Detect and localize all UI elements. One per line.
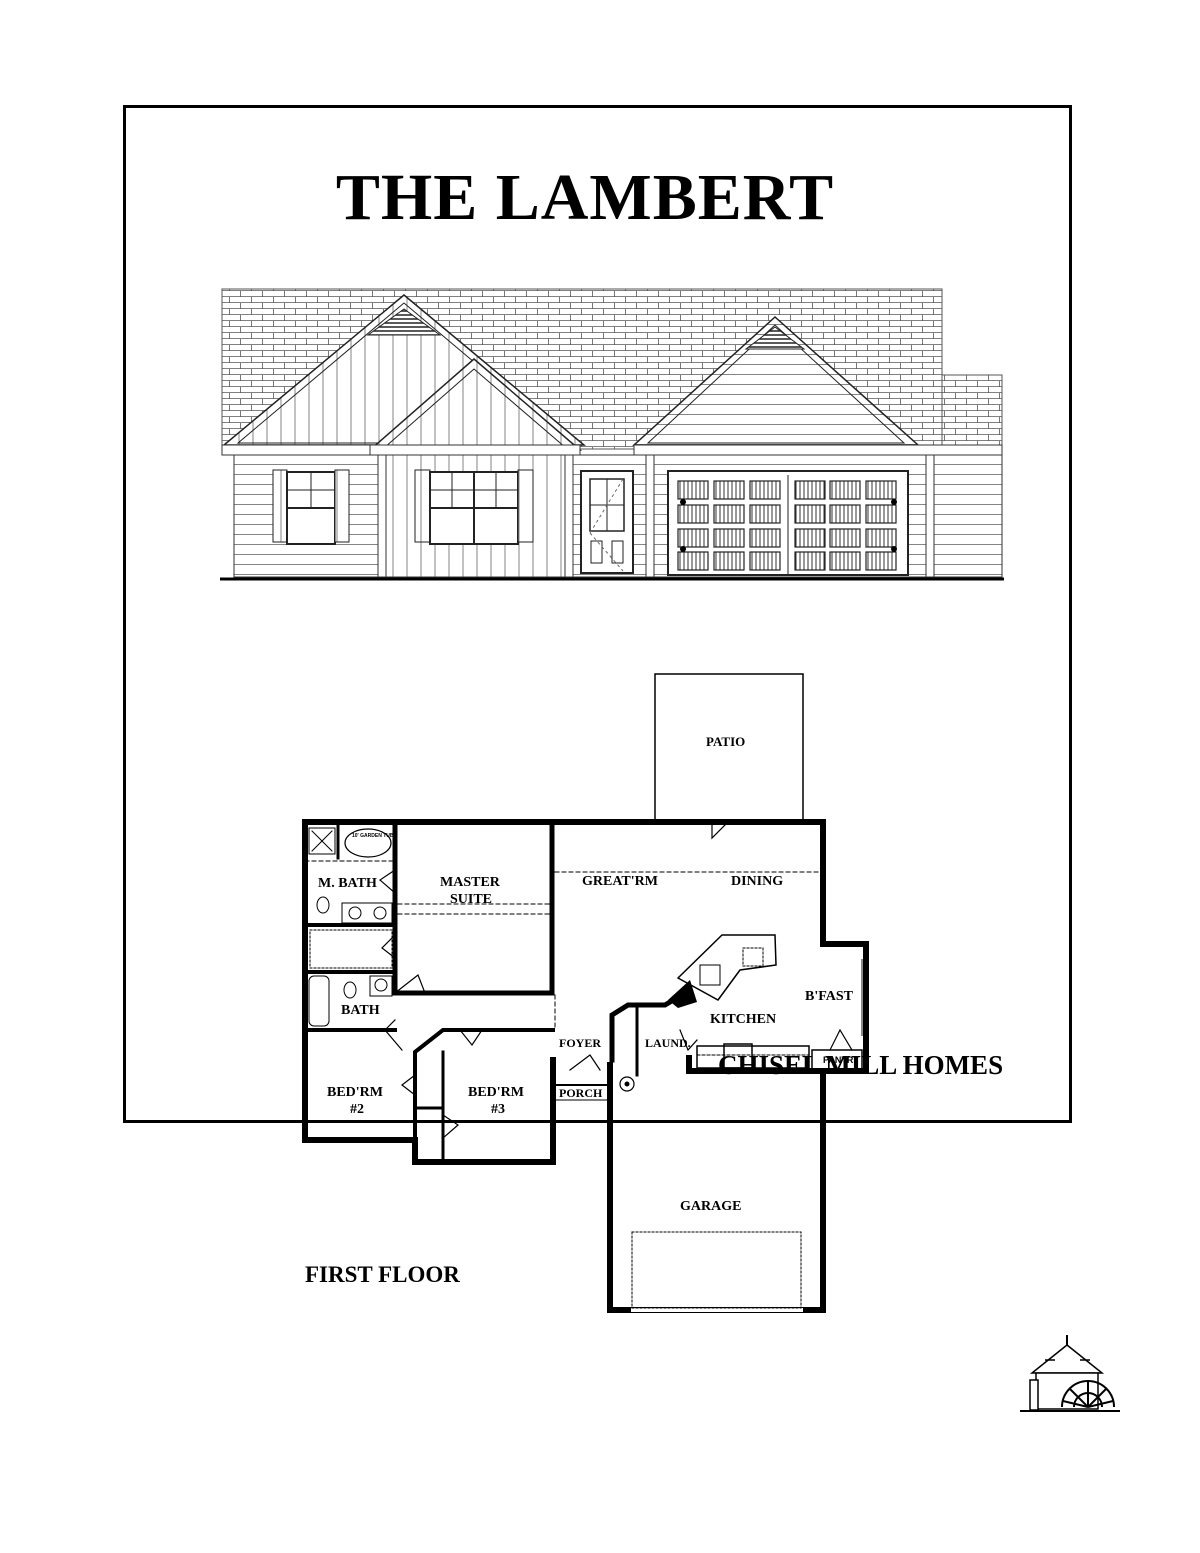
room-label-bedroom3-2: #3 (491, 1102, 505, 1117)
floor-label: FIRST FLOOR (305, 1262, 460, 1287)
room-label-master-bath: M. BATH (318, 876, 377, 891)
page-frame (123, 105, 1072, 1123)
room-label-bedroom3-1: BED'RM (468, 1085, 524, 1100)
room-label-master-suite-2: SUITE (450, 892, 493, 907)
room-label-bedroom2-2: #2 (350, 1102, 364, 1117)
room-label-patio: PATIO (706, 734, 746, 749)
room-label-porch: PORCH (559, 1086, 603, 1100)
plan-title: THE LAMBERT (335, 161, 835, 234)
brand-name: CHISEL MILL HOMES (718, 1050, 1004, 1080)
room-label-master-suite-1: MASTER (440, 875, 500, 890)
room-label-great-room: GREAT'RM (582, 874, 658, 889)
room-label-garage: GARAGE (680, 1199, 742, 1214)
mill-logo-icon (1020, 1335, 1120, 1412)
room-label-bedroom2-1: BED'RM (327, 1085, 383, 1100)
room-label-bath: BATH (341, 1003, 380, 1018)
garden-tub-label: 10' GARDEN TUB (352, 833, 394, 839)
room-label-laundry: LAUND. (645, 1036, 691, 1050)
room-label-foyer: FOYER (559, 1036, 601, 1050)
room-label-breakfast: B'FAST (805, 989, 853, 1004)
room-label-dining: DINING (731, 874, 784, 889)
room-label-kitchen: KITCHEN (710, 1012, 777, 1027)
room-label-pantry: PANTRY (823, 1055, 859, 1065)
front-elevation-drawing (220, 288, 1004, 581)
